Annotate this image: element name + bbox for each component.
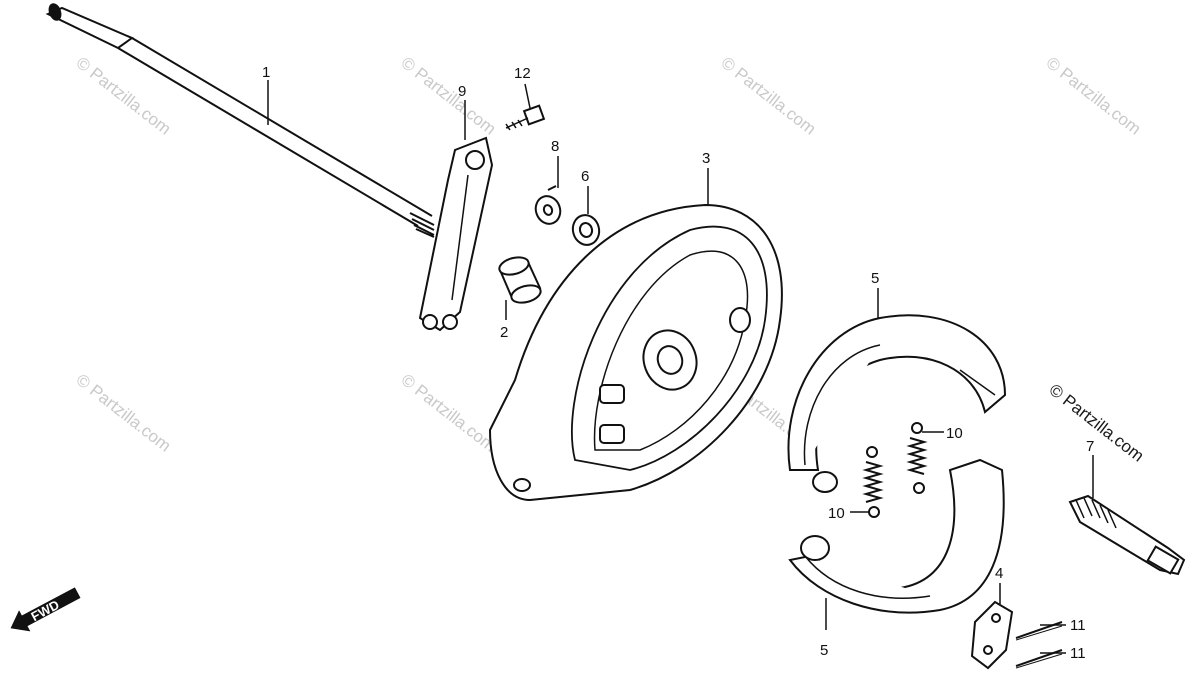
- part-spring-left[interactable]: [862, 446, 884, 518]
- part-indicator[interactable]: [532, 185, 564, 227]
- brand-watermark: © Partzilla.com: [1046, 380, 1148, 466]
- watermark-text: © Partzilla.com: [398, 53, 500, 139]
- callout-arm: 9: [458, 83, 466, 100]
- part-shoe-upper[interactable]: [787, 314, 1007, 493]
- callout-axle: 1: [262, 64, 270, 81]
- watermark-text: © Partzilla.com: [1043, 53, 1145, 139]
- callout-shoe-upper: 5: [871, 270, 879, 287]
- watermark-text: © Partzilla.com: [73, 370, 175, 456]
- callout-indicator: 8: [551, 138, 559, 155]
- part-axle[interactable]: [45, 3, 435, 238]
- callout-bolt: 12: [514, 65, 531, 82]
- watermark-text: © Partzilla.com: [398, 370, 500, 456]
- part-bolt[interactable]: [505, 104, 546, 131]
- callout-cam: 7: [1086, 438, 1094, 455]
- part-shoe-lower[interactable]: [788, 458, 1005, 614]
- callout-shoe-lower: 5: [820, 642, 828, 659]
- callout-plate: 4: [995, 565, 1003, 582]
- part-plate[interactable]: [970, 600, 1014, 670]
- leader-bolt: [524, 83, 531, 109]
- part-brake-panel[interactable]: [488, 203, 783, 502]
- watermark-text: © Partzilla.com: [718, 53, 820, 139]
- callout-brake-panel: 3: [702, 150, 710, 167]
- fwd-arrow: FWD: [10, 587, 81, 632]
- callout-spring-right: 10: [946, 425, 963, 442]
- callout-pin-lower: 11: [1070, 645, 1086, 662]
- callout-washer: 6: [581, 168, 589, 185]
- part-brake-arm[interactable]: [418, 136, 494, 332]
- part-spring-right[interactable]: [906, 422, 928, 494]
- callout-spring-left: 10: [828, 505, 845, 522]
- part-washer[interactable]: [570, 212, 603, 248]
- callout-pin-upper: 11: [1070, 617, 1086, 634]
- fwd-label: FWD: [28, 597, 61, 624]
- part-collar[interactable]: [497, 254, 542, 305]
- watermark-text: © Partzilla.com: [73, 53, 175, 139]
- callout-collar: 2: [500, 324, 508, 341]
- part-cam[interactable]: [1068, 494, 1186, 576]
